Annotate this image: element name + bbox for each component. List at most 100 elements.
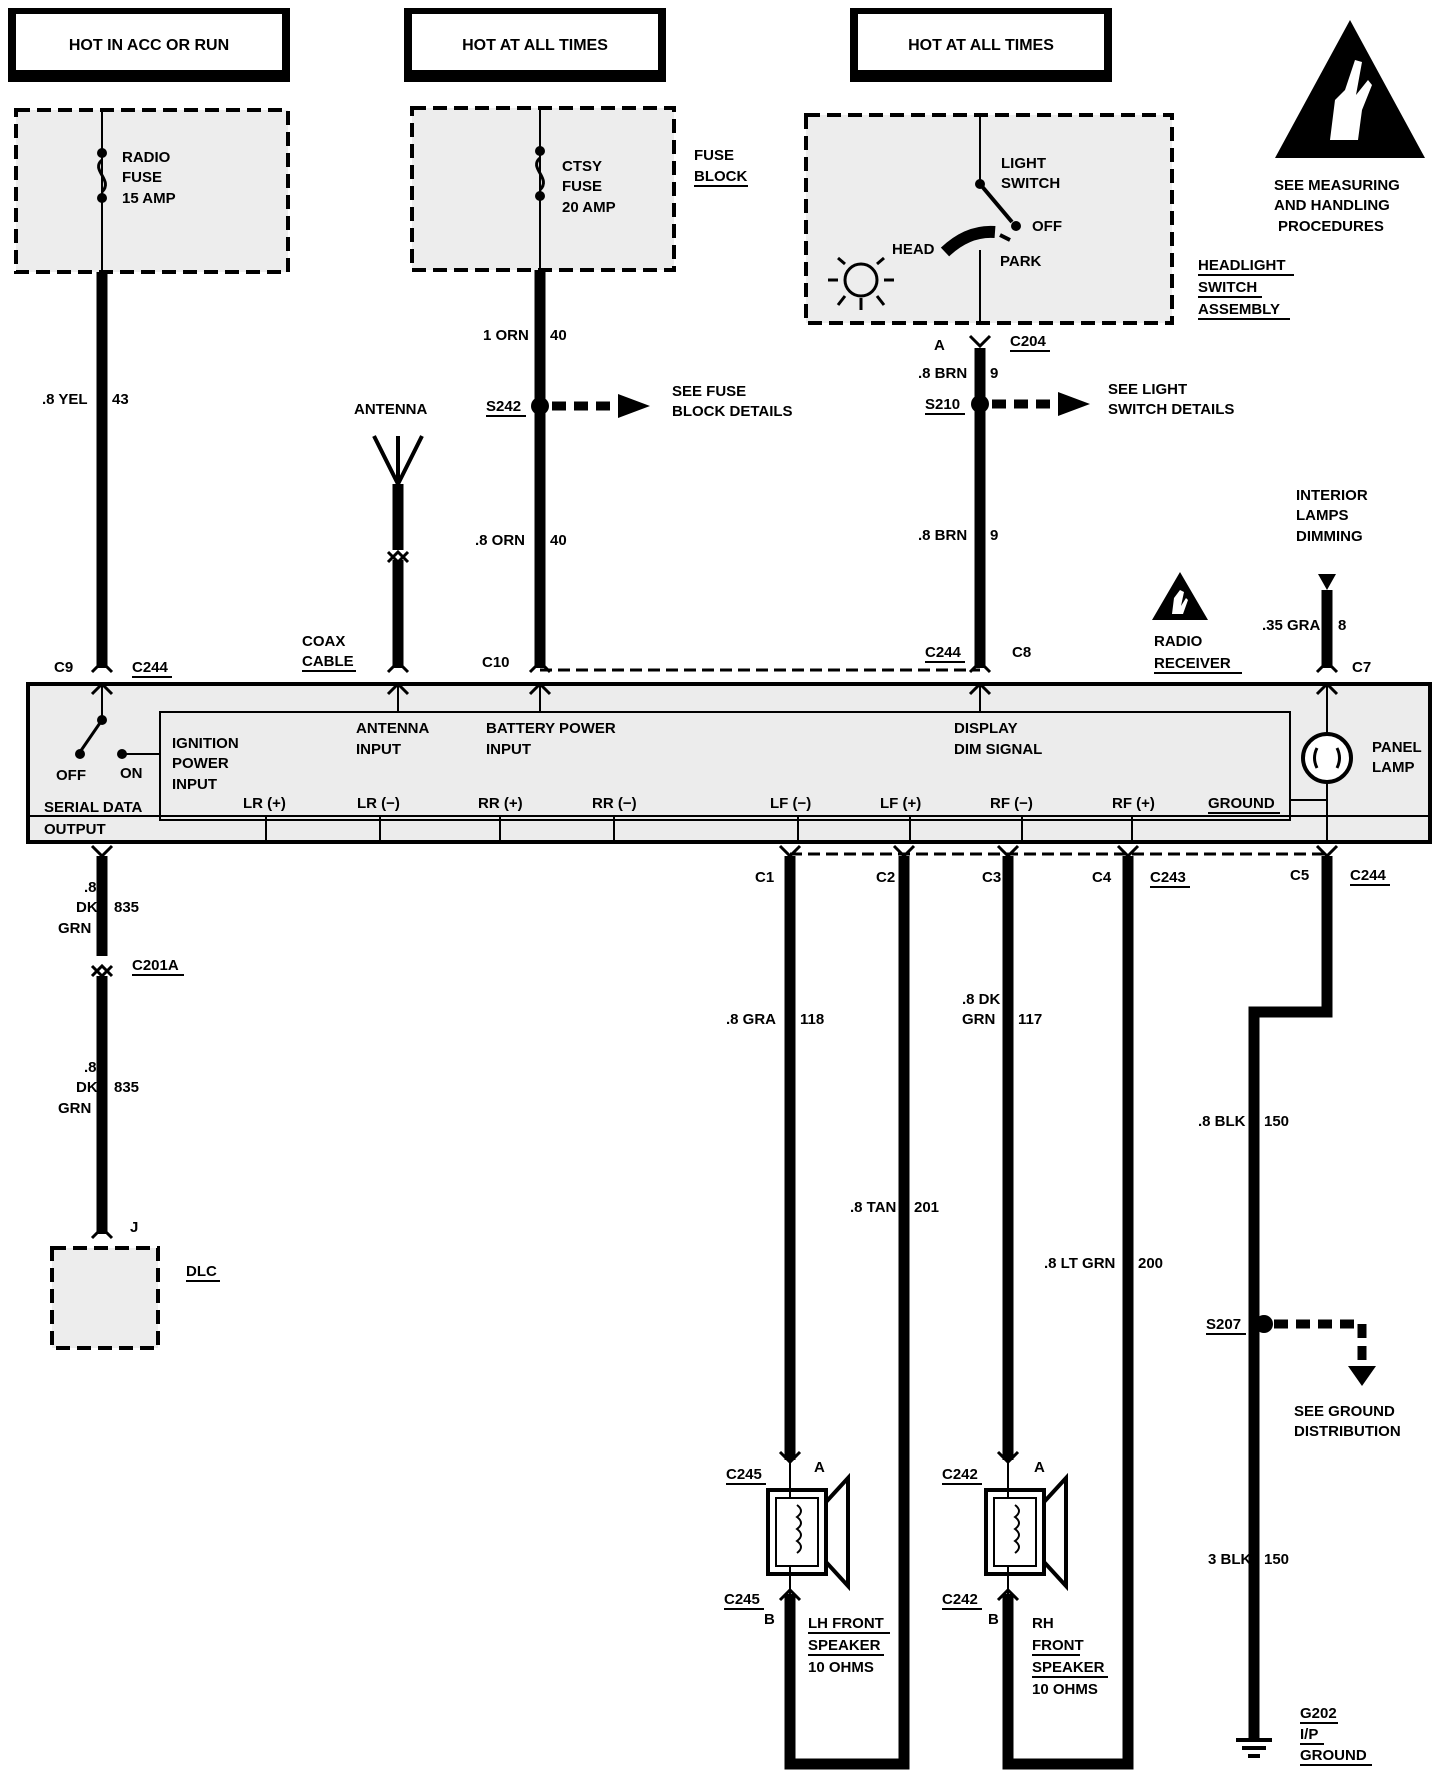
wire-gra-8-label: .35 GRA xyxy=(1262,617,1321,634)
wire-brn-9-top-label: .8 BRN xyxy=(918,365,967,382)
wire-835-a-1: .8 xyxy=(84,879,97,896)
ctsy-fuse-label-2: FUSE xyxy=(562,178,602,195)
coax-cable-label-1: COAX xyxy=(302,633,345,650)
radio-fuse-box xyxy=(14,108,290,274)
antenna-input-label-1: ANTENNA xyxy=(356,720,429,737)
display-dim-label-2: DIM SIGNAL xyxy=(954,741,1042,758)
wire-835-b-3: GRN xyxy=(58,1100,91,1117)
ignition-input-label-3: INPUT xyxy=(172,776,217,793)
headlight-assembly-label-2: SWITCH xyxy=(1198,279,1257,296)
connector-c244-mid: C244 xyxy=(925,644,962,661)
connector-c5: C5 xyxy=(1290,867,1309,884)
ignition-input-label-1: IGNITION xyxy=(172,735,239,752)
connector-c7: C7 xyxy=(1352,659,1371,676)
radio-fuse-symbol xyxy=(97,112,107,272)
connector-c2: C2 xyxy=(876,869,895,886)
connector-c204-label: C204 xyxy=(1010,333,1047,350)
receiver-input-stubs xyxy=(386,681,992,712)
connector-c244-right: C244 xyxy=(1350,867,1387,884)
header-hot-all-times-1: HOT AT ALL TIMES xyxy=(404,8,666,82)
display-dim-label-1: DISPLAY xyxy=(954,720,1018,737)
wire-brn-9-top-number: 9 xyxy=(990,365,998,382)
wire-gra-118-label: .8 GRA xyxy=(726,1011,776,1028)
esd-warning-icon xyxy=(1275,20,1425,158)
headlight-assembly-label-1: HEADLIGHT xyxy=(1198,257,1286,274)
connector-c244-left: C244 xyxy=(132,659,169,676)
wire-835-a-2: DK xyxy=(76,899,98,916)
connector-c245-bot-pin: B xyxy=(764,1611,775,1628)
connector-c10: C10 xyxy=(482,654,510,671)
serial-data-label-2: OUTPUT xyxy=(44,821,106,838)
wire-brn-9 xyxy=(968,334,992,674)
wire-yel-43-label: .8 YEL xyxy=(42,391,88,408)
ignition-input-label-2: POWER xyxy=(172,755,229,772)
light-switch-label-1: LIGHT xyxy=(1001,155,1046,172)
wire-dkgrn-835 xyxy=(90,844,114,1240)
panel-lamp-label-1: PANEL xyxy=(1372,739,1422,756)
lh-speaker-label-3: 10 OHMS xyxy=(808,1659,874,1676)
splice-s242 xyxy=(531,394,650,418)
rh-speaker-label-4: 10 OHMS xyxy=(1032,1681,1098,1698)
splice-s210 xyxy=(971,392,1090,416)
dlc-box xyxy=(50,1246,160,1350)
ignition-on-label: ON xyxy=(120,765,143,782)
ignition-switch-symbol xyxy=(75,681,160,759)
dlc-pin: J xyxy=(130,1219,138,1236)
wire-orn-40 xyxy=(528,270,552,674)
fuse-block-label-1: FUSE xyxy=(694,147,734,164)
ctsy-fuse-label-1: CTSY xyxy=(562,158,602,175)
splice-s207-note-2: DISTRIBUTION xyxy=(1294,1423,1401,1440)
wire-blk-150-a-label: .8 BLK xyxy=(1198,1113,1246,1130)
wire-blk-150 xyxy=(1248,844,1339,1740)
wire-117-label-2: GRN xyxy=(962,1011,995,1028)
lh-speaker-label-2: SPEAKER xyxy=(808,1637,881,1654)
splice-s207-label: S207 xyxy=(1206,1316,1241,1333)
connector-c204-pin: A xyxy=(934,337,945,354)
terminal-rf-plus: RF (+) xyxy=(1112,795,1155,812)
wire-gra-8 xyxy=(1315,574,1339,674)
esd-note-line2: AND HANDLING xyxy=(1274,197,1390,214)
connector-c242-top-pin: A xyxy=(1034,1459,1045,1476)
headlight-assembly-label-3: ASSEMBLY xyxy=(1198,301,1280,318)
wire-835-a-number: 835 xyxy=(114,899,139,916)
rh-speaker-label-2: FRONT xyxy=(1032,1637,1084,1654)
antenna-label: ANTENNA xyxy=(354,401,427,418)
header-hot-all-times-1-text: HOT AT ALL TIMES xyxy=(462,37,608,54)
esd-note-line3: PROCEDURES xyxy=(1278,218,1384,235)
splice-s207 xyxy=(1255,1315,1376,1386)
dlc-label: DLC xyxy=(186,1263,217,1280)
wire-gra-118 xyxy=(778,844,802,1460)
wire-orn-40-top-label: 1 ORN xyxy=(483,327,529,344)
switch-park-label: PARK xyxy=(1000,253,1042,270)
rh-speaker-label-3: SPEAKER xyxy=(1032,1659,1105,1676)
ctsy-fuse-label-3: 20 AMP xyxy=(562,199,616,216)
radio-fuse-label-2: FUSE xyxy=(122,169,162,186)
splice-s242-note-1: SEE FUSE xyxy=(672,383,746,400)
radio-receiver-label-2: RECEIVER xyxy=(1154,655,1231,672)
wire-835-b-number: 835 xyxy=(114,1079,139,1096)
wire-dkgrn-117 xyxy=(996,844,1020,1460)
terminal-lr-minus: LR (−) xyxy=(357,795,400,812)
ground-symbol-icon xyxy=(1236,1738,1272,1758)
receiver-inner-box xyxy=(159,711,1291,821)
wire-gra-118-number: 118 xyxy=(800,1011,824,1028)
wire-835-b-2: DK xyxy=(76,1079,98,1096)
connector-c243: C243 xyxy=(1150,869,1186,886)
splice-s210-note-2: SWITCH DETAILS xyxy=(1108,401,1234,418)
header-hot-acc-run: HOT IN ACC OR RUN xyxy=(8,8,290,82)
splice-s210-label: S210 xyxy=(925,396,960,413)
connector-c242-top: C242 xyxy=(942,1466,978,1483)
headlight-switch-symbol xyxy=(940,116,1021,322)
radio-receiver-label-1: RADIO xyxy=(1154,633,1203,650)
panel-lamp-icon xyxy=(1301,681,1353,842)
terminal-rr-plus: RR (+) xyxy=(478,795,523,812)
terminal-lf-plus: LF (+) xyxy=(880,795,921,812)
wire-brn-9-bot-number: 9 xyxy=(990,527,998,544)
ctsy-fuse-box xyxy=(410,106,676,272)
connector-c245-top: C245 xyxy=(726,1466,762,1483)
ground-g202-label: G202 xyxy=(1300,1705,1337,1722)
connector-c8: C8 xyxy=(1012,644,1031,661)
radio-fuse-label-3: 15 AMP xyxy=(122,190,176,207)
interior-dimming-label-2: LAMPS xyxy=(1296,507,1349,524)
